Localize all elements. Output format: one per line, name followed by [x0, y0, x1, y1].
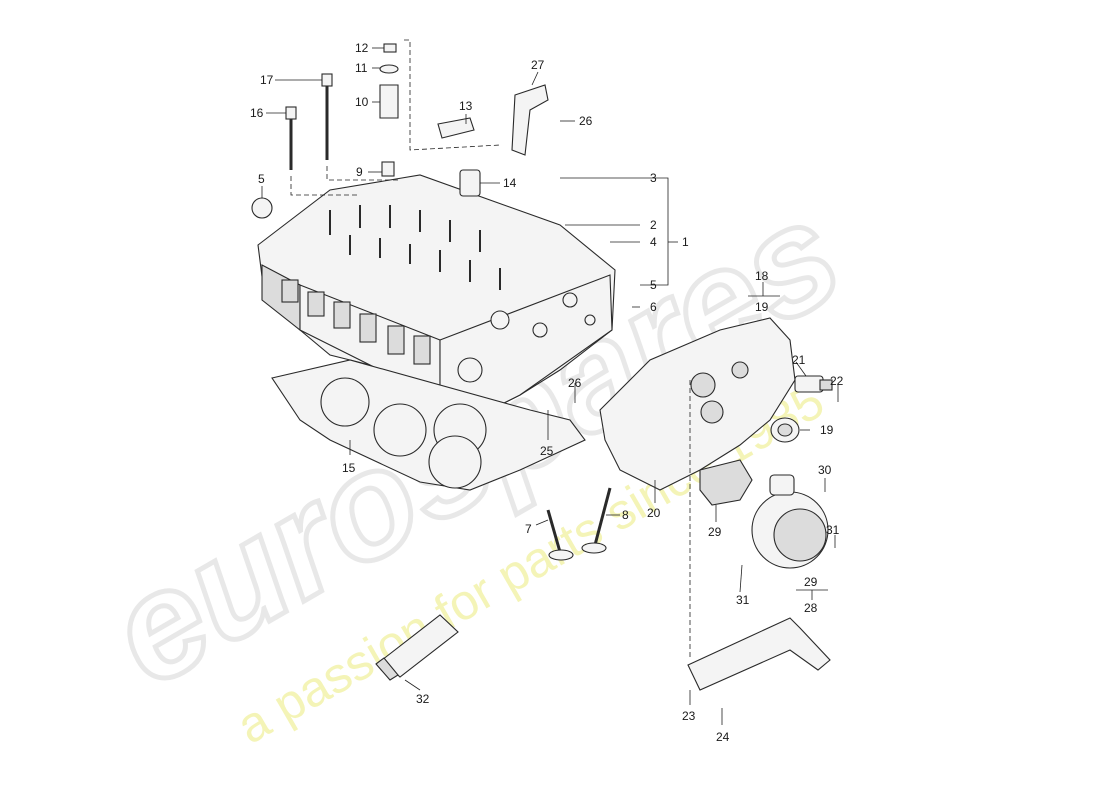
intake-ports — [281, 279, 431, 365]
callout-28: 28 — [804, 601, 818, 615]
leader-lines — [261, 39, 839, 725]
head-gasket — [271, 359, 586, 491]
callout-10: 10 — [355, 95, 369, 109]
callout-labels: 12 11 10 9 17 16 5 13 14 27 26 3 2 4 1 5… — [250, 41, 844, 744]
callout-1: 1 — [682, 235, 689, 249]
callout-5-top: 5 — [258, 172, 265, 186]
callout-23: 23 — [682, 709, 696, 723]
callout-4: 4 — [650, 235, 657, 249]
callout-18: 18 — [755, 269, 769, 283]
callout-12: 12 — [355, 41, 369, 55]
callout-19-top: 19 — [755, 300, 769, 314]
sealant-tube — [375, 614, 459, 681]
callout-16: 16 — [250, 106, 264, 120]
bolts — [285, 73, 333, 170]
camshaft-sensor — [794, 375, 833, 393]
valve-hardware — [379, 43, 399, 177]
callout-25: 25 — [540, 444, 554, 458]
callout-9: 9 — [356, 165, 363, 179]
callout-22: 22 — [830, 374, 844, 388]
cam-bracket — [511, 84, 549, 156]
callout-17: 17 — [260, 73, 274, 87]
callout-15: 15 — [342, 461, 356, 475]
callout-14: 14 — [503, 176, 517, 190]
callout-30: 30 — [818, 463, 832, 477]
callout-26-mid: 26 — [568, 376, 582, 390]
callout-26-top: 26 — [579, 114, 593, 128]
callout-21: 21 — [792, 353, 806, 367]
support-bracket — [687, 617, 831, 691]
sealing-plug — [251, 197, 273, 219]
callout-20: 20 — [647, 506, 661, 520]
callout-29-left: 29 — [708, 525, 722, 539]
callout-29-bottom: 29 — [804, 575, 818, 589]
callout-27: 27 — [531, 58, 545, 72]
callout-3: 3 — [650, 171, 657, 185]
hydraulic-lifter — [459, 169, 481, 197]
callout-24: 24 — [716, 730, 730, 744]
callout-5-right: 5 — [650, 278, 657, 292]
callout-8: 8 — [622, 508, 629, 522]
callout-6: 6 — [650, 300, 657, 314]
valves — [546, 487, 612, 561]
callout-2: 2 — [650, 218, 657, 232]
callout-11: 11 — [355, 61, 368, 75]
vacuum-pump — [699, 459, 829, 569]
callout-32: 32 — [416, 692, 430, 706]
valve-stems — [329, 205, 501, 290]
timing-cover — [599, 317, 796, 491]
cam-bearings — [457, 292, 596, 383]
callout-13: 13 — [459, 99, 473, 113]
callout-31-bottom: 31 — [736, 593, 750, 607]
callout-7: 7 — [525, 522, 532, 536]
callout-19-right: 19 — [820, 423, 834, 437]
callout-31-right: 31 — [826, 523, 840, 537]
rocker-arm — [437, 117, 475, 139]
